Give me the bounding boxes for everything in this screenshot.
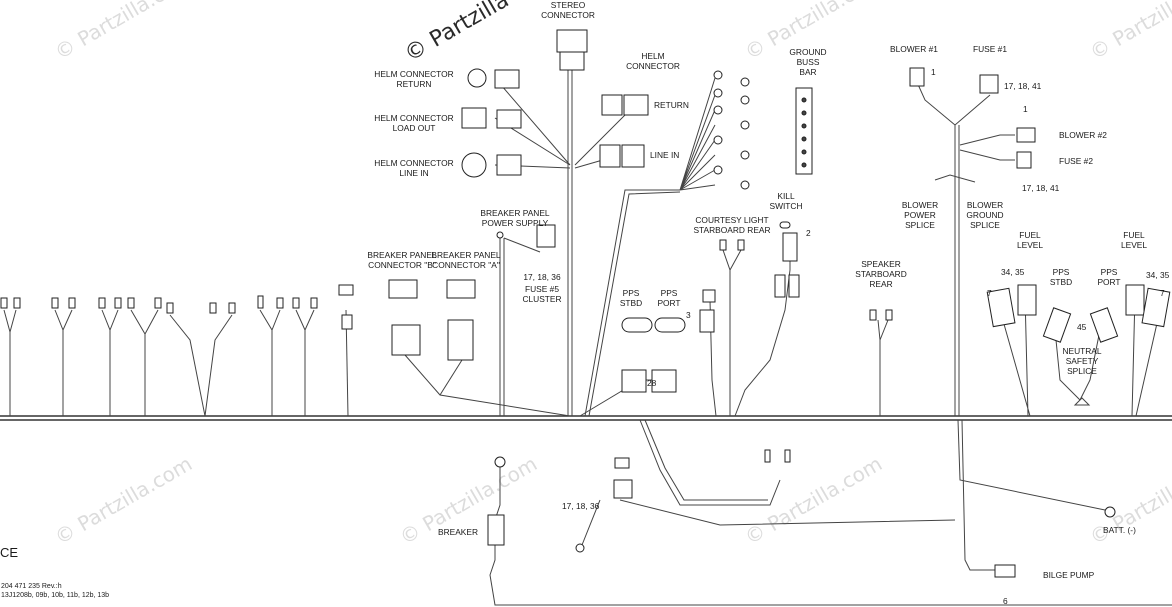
label-helm-linein-1: HELM CONNECTOR <box>374 158 453 168</box>
label-speaker-3: REAR <box>869 279 892 289</box>
label-bilge-pump: BILGE PUMP <box>1043 570 1095 580</box>
label-ground-buss-1: GROUND <box>789 47 826 57</box>
label-pps-port-upper-2: PORT <box>1097 277 1120 287</box>
callout-28: 28 <box>647 378 657 388</box>
callout-3: 3 <box>686 310 691 320</box>
callout-1-blower2: 1 <box>1023 104 1028 114</box>
label-speaker-1: SPEAKER <box>861 259 901 269</box>
label-blower-1: BLOWER #1 <box>890 44 938 54</box>
label-line-in: LINE IN <box>650 150 679 160</box>
label-fuel-left-1: FUEL <box>1019 230 1041 240</box>
label-pps-port-mid-1: PPS <box>661 288 678 298</box>
label-fuse5-3: CLUSTER <box>522 294 561 304</box>
label-fuse-2: FUSE #2 <box>1059 156 1093 166</box>
label-helm-return-2: RETURN <box>397 79 432 89</box>
label-pps-stbd-upper-1: PPS <box>1053 267 1070 277</box>
label-fuse-1: FUSE #1 <box>973 44 1007 54</box>
label-fuel-left-2: LEVEL <box>1017 240 1043 250</box>
label-pps-stbd-mid-2: STBD <box>620 298 642 308</box>
label-blower-ground-2: GROUND <box>966 210 1003 220</box>
label-ground-buss-3: BAR <box>799 67 816 77</box>
label-blower-power-3: SPLICE <box>905 220 935 230</box>
label-kill-1: KILL <box>777 191 795 201</box>
label-stereo-connector-1: STEREO <box>551 0 586 10</box>
callouts: 1 1 2 3 6 7 7 17, 18, 41 17, 18, 41 17, … <box>562 67 1170 606</box>
label-bp-a-1: BREAKER PANEL <box>431 250 501 260</box>
label-bp-power-1: BREAKER PANEL <box>480 208 550 218</box>
label-neutral-1: NEUTRAL <box>1062 346 1101 356</box>
label-helm-connector-2: CONNECTOR <box>626 61 680 71</box>
doc-number: 204 471 235 Rev.:h <box>1 583 62 590</box>
callout-17-fuse1: 17, 18, 41 <box>1004 81 1042 91</box>
label-fuse5-1: 17, 18, 36 <box>523 272 561 282</box>
label-fuel-right-1: FUEL <box>1123 230 1145 240</box>
right-center-area <box>621 221 893 506</box>
label-kill-2: SWITCH <box>769 201 802 211</box>
label-fuse5-2: FUSE #5 <box>525 284 559 294</box>
callout-17-lower: 17, 18, 36 <box>562 501 600 511</box>
callout-34-left: 34, 35 <box>1001 267 1025 277</box>
label-bp-b-2: CONNECTOR "B" <box>368 260 436 270</box>
label-pps-stbd-upper-2: STBD <box>1050 277 1072 287</box>
label-return: RETURN <box>654 100 689 110</box>
label-pps-port-upper-1: PPS <box>1101 267 1118 277</box>
label-breaker: BREAKER <box>438 527 478 537</box>
watermark-4: © Partzilla.com <box>51 451 197 549</box>
label-helm-loadout-2: LOAD OUT <box>393 123 436 133</box>
ce-mark: CE <box>0 545 19 560</box>
label-blower-power-2: POWER <box>904 210 936 220</box>
watermark-dark: © Partzilla <box>401 0 514 67</box>
callout-34-right: 34, 35 <box>1146 270 1170 280</box>
label-helm-loadout-1: HELM CONNECTOR <box>374 113 453 123</box>
label-blower-power-1: BLOWER <box>902 200 938 210</box>
label-helm-linein-2: LINE IN <box>399 168 428 178</box>
main-harness <box>0 415 1172 421</box>
callout-6: 6 <box>1003 596 1008 606</box>
labels: STEREO CONNECTOR HELM CONNECTOR RETURN H… <box>367 0 1147 580</box>
label-pps-stbd-mid-1: PPS <box>623 288 640 298</box>
label-blower-ground-3: SPLICE <box>970 220 1000 230</box>
label-neutral-3: SPLICE <box>1067 366 1097 376</box>
callout-7-right: 7 <box>1160 288 1165 298</box>
label-ground-buss-2: BUSS <box>797 57 820 67</box>
callout-1-blower1: 1 <box>931 67 936 77</box>
label-helm-connector-1: HELM <box>641 51 664 61</box>
model-list: 13J1208b, 09b, 10b, 11b, 12b, 13b <box>1 592 110 599</box>
label-pps-port-mid-2: PORT <box>657 298 680 308</box>
label-blower-ground-1: BLOWER <box>967 200 1003 210</box>
callout-7-left: 7 <box>987 288 992 298</box>
label-stereo-connector-2: CONNECTOR <box>541 10 595 20</box>
watermark-3: © Partzilla.com <box>1086 0 1172 64</box>
lower-area <box>487 456 1172 606</box>
label-fuel-right-2: LEVEL <box>1121 240 1147 250</box>
ground-buss-bar <box>795 87 813 175</box>
label-batt-neg: BATT. (-) <box>1103 525 1136 535</box>
left-drops <box>0 284 354 417</box>
blower-fuel-area <box>909 67 1171 578</box>
label-helm-return-1: HELM CONNECTOR <box>374 69 453 79</box>
callout-45: 45 <box>1077 322 1087 332</box>
callout-17-fuse2: 17, 18, 41 <box>1022 183 1060 193</box>
label-bp-b-1: BREAKER PANEL <box>367 250 437 260</box>
label-blower-2: BLOWER #2 <box>1059 130 1107 140</box>
label-bp-a-2: CONNECTOR "A" <box>432 260 500 270</box>
watermark-1: © Partzilla.com <box>51 0 197 64</box>
helm-area <box>388 29 750 417</box>
label-bp-power-2: POWER SUPPLY <box>482 218 549 228</box>
label-courtesy-2: STARBOARD REAR <box>693 225 770 235</box>
label-neutral-2: SAFETY <box>1066 356 1099 366</box>
label-speaker-2: STARBOARD <box>855 269 907 279</box>
callout-2-kill: 2 <box>806 228 811 238</box>
label-courtesy-1: COURTESY LIGHT <box>695 215 768 225</box>
